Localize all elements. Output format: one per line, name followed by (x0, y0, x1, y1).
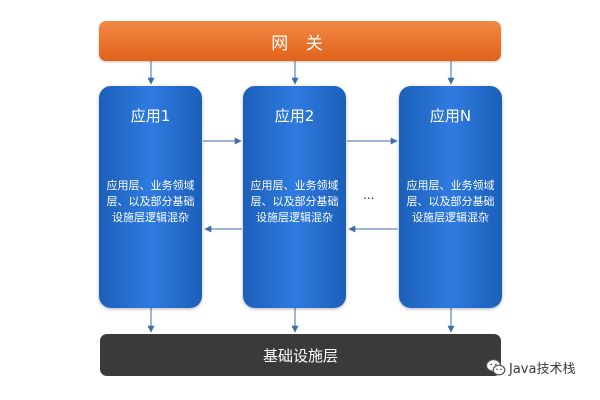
app-title: 应用2 (274, 107, 315, 125)
app-desc-line: 设施层逻辑混杂 (256, 211, 333, 224)
watermark-text: Java技术栈 (509, 362, 576, 377)
wechat-icon (486, 359, 506, 376)
ellipsis-text: ... (363, 188, 375, 202)
app-description: 应用层、业务领域 层、以及部分基础 设施层逻辑混杂 (247, 178, 342, 226)
app-desc-line: 层、以及部分基础 (250, 195, 339, 208)
app-desc-line: 应用层、业务领域 (406, 179, 495, 192)
app-box-1: 应用1 应用层、业务领域 层、以及部分基础 设施层逻辑混杂 (99, 86, 202, 308)
app-title: 应用1 (130, 107, 171, 125)
app-desc-line: 设施层逻辑混杂 (112, 211, 189, 224)
app-desc-line: 应用层、业务领域 (106, 179, 195, 192)
app-desc-line: 层、以及部分基础 (406, 195, 495, 208)
app-box-2: 应用2 应用层、业务领域 层、以及部分基础 设施层逻辑混杂 (243, 86, 346, 308)
infrastructure-box: 基础设施层 (100, 334, 501, 376)
watermark: Java技术栈 (486, 358, 575, 377)
app-box-n: 应用N 应用层、业务领域 层、以及部分基础 设施层逻辑混杂 (399, 86, 502, 308)
app-desc-line: 设施层逻辑混杂 (412, 211, 489, 224)
infrastructure-label: 基础设施层 (262, 346, 338, 365)
app-desc-line: 应用层、业务领域 (250, 179, 339, 192)
app-title: 应用N (429, 107, 472, 125)
app-desc-line: 层、以及部分基础 (106, 195, 195, 208)
gateway-box: 网 关 (99, 21, 501, 61)
gateway-label: 网 关 (271, 33, 329, 54)
app-description: 应用层、业务领域 层、以及部分基础 设施层逻辑混杂 (103, 178, 198, 226)
app-description: 应用层、业务领域 层、以及部分基础 设施层逻辑混杂 (403, 178, 498, 226)
